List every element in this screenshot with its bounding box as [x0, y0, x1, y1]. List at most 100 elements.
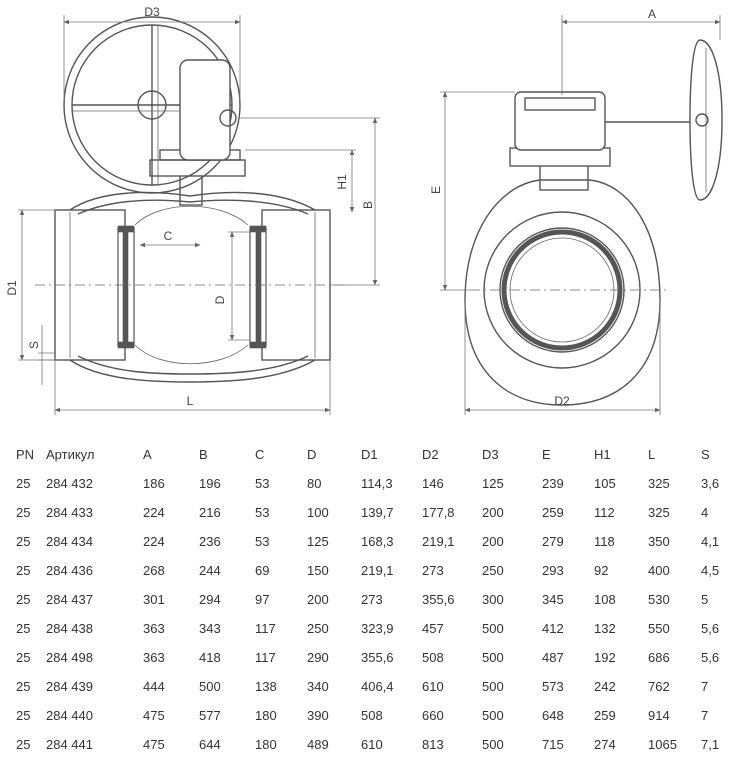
cell-b: 343: [199, 621, 221, 636]
cell-d: 150: [307, 563, 329, 578]
cell-e: 259: [542, 505, 564, 520]
cell-article: 284 440: [46, 708, 93, 723]
header-pn: PN: [16, 447, 35, 462]
cell-article: 284 439: [46, 679, 93, 694]
cell-l: 350: [648, 534, 670, 549]
header-article: Артикул: [46, 447, 95, 462]
cell-article: 284 441: [46, 737, 93, 752]
cell-h1: 105: [594, 476, 616, 491]
cell-l: 686: [648, 650, 670, 665]
cell-d2: 146: [422, 476, 444, 491]
cell-a: 363: [143, 650, 165, 665]
cell-b: 294: [199, 592, 221, 607]
cell-article: 284 436: [46, 563, 93, 578]
cell-d3: 500: [482, 737, 504, 752]
cell-l: 530: [648, 592, 670, 607]
header-l: L: [648, 447, 656, 462]
cell-s: 4,5: [701, 563, 720, 578]
cell-s: 7: [701, 708, 709, 723]
cell-d2: 813: [422, 737, 444, 752]
cell-s: 5,6: [701, 650, 720, 665]
side-section-view: [35, 16, 345, 383]
cell-pn: 25: [16, 592, 31, 607]
header-e: E: [542, 447, 551, 462]
cell-d: 390: [307, 708, 329, 723]
cell-d: 200: [307, 592, 329, 607]
cell-pn: 25: [16, 737, 31, 752]
dim-label-a: A: [648, 7, 656, 21]
cell-e: 715: [542, 737, 564, 752]
dim-label-h1: H1: [335, 174, 349, 190]
cell-s: 5,6: [701, 621, 720, 636]
dim-label-d: D: [213, 295, 227, 304]
header-h1: H1: [594, 447, 611, 462]
cell-d1: 610: [361, 737, 383, 752]
cell-article: 284 434: [46, 534, 93, 549]
cell-l: 550: [648, 621, 670, 636]
cell-c: 117: [255, 621, 276, 636]
cell-s: 4,1: [701, 534, 720, 549]
header-c: C: [255, 447, 265, 462]
cell-c: 97: [255, 592, 270, 607]
cell-d3: 125: [482, 476, 504, 491]
cell-d1: 168,3: [361, 534, 394, 549]
cell-d1: 355,6: [361, 650, 394, 665]
cell-e: 573: [542, 679, 564, 694]
side-view-dimensions: D3 B H1 C D D1 S L: [5, 5, 380, 415]
cell-a: 186: [143, 476, 165, 491]
cell-c: 53: [255, 505, 270, 520]
dim-label-d1: D1: [5, 280, 19, 296]
cell-l: 400: [648, 563, 670, 578]
cell-d: 290: [307, 650, 329, 665]
cell-d2: 177,8: [422, 505, 455, 520]
header-d3: D3: [482, 447, 499, 462]
cell-d1: 114,3: [361, 476, 393, 491]
cell-c: 180: [255, 708, 277, 723]
cell-h1: 192: [594, 650, 616, 665]
cell-a: 224: [143, 534, 165, 549]
cell-e: 412: [542, 621, 564, 636]
dim-label-e: E: [429, 186, 443, 194]
cell-a: 301: [143, 592, 165, 607]
dim-label-d2: D2: [554, 394, 570, 408]
cell-s: 5: [701, 592, 709, 607]
cell-b: 418: [199, 650, 221, 665]
header-d2: D2: [422, 447, 439, 462]
cell-d: 80: [307, 476, 322, 491]
cell-c: 53: [255, 534, 270, 549]
cell-pn: 25: [16, 621, 31, 636]
cell-e: 293: [542, 563, 564, 578]
cell-pn: 25: [16, 563, 31, 578]
cell-a: 268: [143, 563, 165, 578]
cell-e: 345: [542, 592, 564, 607]
cell-d: 100: [307, 505, 329, 520]
dim-label-c: C: [164, 229, 173, 243]
cell-b: 236: [199, 534, 221, 549]
cell-d3: 500: [482, 679, 504, 694]
valve-drawing: D3 B H1 C D D1 S L: [5, 5, 723, 415]
cell-s: 7: [701, 679, 709, 694]
cell-h1: 92: [594, 563, 609, 578]
cell-d3: 250: [482, 563, 504, 578]
cell-pn: 25: [16, 476, 31, 491]
cell-d2: 660: [422, 708, 444, 723]
cell-a: 444: [143, 679, 165, 694]
cell-article: 284 498: [46, 650, 93, 665]
cell-article: 284 438: [46, 621, 93, 636]
cell-e: 487: [542, 650, 564, 665]
cell-h1: 108: [594, 592, 616, 607]
cell-d2: 508: [422, 650, 444, 665]
cell-d: 340: [307, 679, 329, 694]
cell-a: 475: [143, 708, 165, 723]
cell-d: 125: [307, 534, 329, 549]
cell-d2: 457: [422, 621, 444, 636]
cell-d2: 610: [422, 679, 444, 694]
